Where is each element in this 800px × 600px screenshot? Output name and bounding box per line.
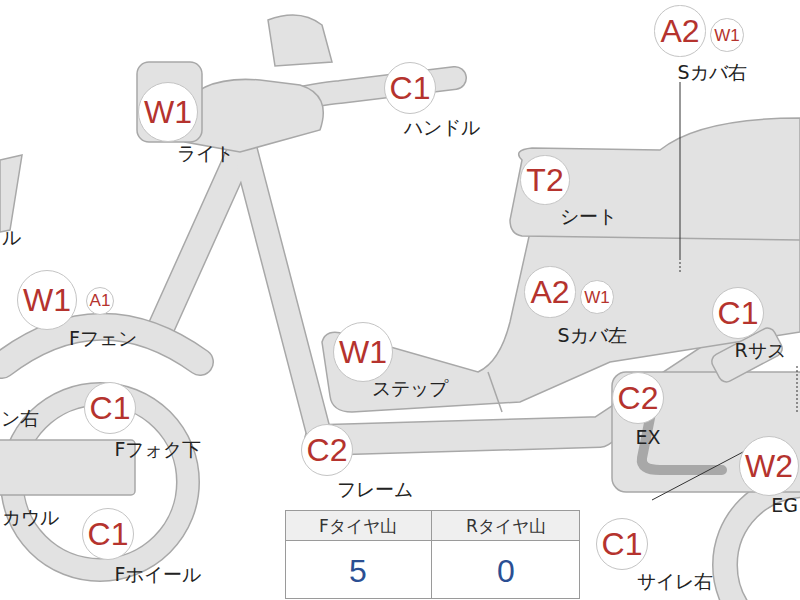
windscreen xyxy=(268,15,332,66)
rank-badge: W1 xyxy=(710,18,744,52)
damage-code-circle: C1 xyxy=(596,518,649,571)
callout-number: W1 xyxy=(714,27,740,44)
callout-number: T2 xyxy=(526,164,563,196)
callout-number: W1 xyxy=(584,289,610,306)
rank-badge: A1 xyxy=(86,287,115,316)
damage-code-circle: C1 xyxy=(384,62,437,115)
damage-code-circle: A2 xyxy=(524,266,575,317)
part-name: EX xyxy=(635,427,660,448)
part-name: ライト xyxy=(177,143,234,164)
rank-badge: W1 xyxy=(580,280,614,314)
tire-table-cell xyxy=(286,541,432,599)
callout-number: C1 xyxy=(390,72,431,104)
part-name: Rサス xyxy=(734,340,785,361)
callout-number: W1 xyxy=(144,96,192,128)
tire-table-cell xyxy=(286,511,432,541)
callout-number: C1 xyxy=(718,297,759,329)
table-header: Rタイヤ山 xyxy=(466,517,546,536)
table-value: 5 xyxy=(349,554,367,589)
part-name: Sカバ右 xyxy=(677,62,746,83)
damage-code-circle: C1 xyxy=(712,287,765,340)
damage-code-circle: T2 xyxy=(520,155,569,204)
part-name: Fホイール xyxy=(115,564,202,585)
damage-code-circle: C2 xyxy=(612,372,665,425)
damage-code-circle: W1 xyxy=(138,82,198,142)
damage-code-circle: W1 xyxy=(333,322,393,382)
exhaust-box xyxy=(612,372,800,492)
part-name: サイレ右 xyxy=(637,571,713,592)
part-name: Fフォク下 xyxy=(115,439,202,460)
callout-number: C1 xyxy=(602,528,643,560)
part-name: Fフェン xyxy=(69,328,137,349)
callout-number: C1 xyxy=(90,392,131,424)
damage-code-circle: A2 xyxy=(654,5,705,56)
damage-code-circle: C1 xyxy=(82,508,135,561)
part-name: ン右 xyxy=(1,408,39,429)
callout-number: C1 xyxy=(88,518,129,550)
part-name: ステップ xyxy=(372,378,448,399)
damage-code-circle: W1 xyxy=(17,270,77,330)
part-name: ハンドル xyxy=(404,117,480,138)
headlight xyxy=(137,62,202,142)
table-header: Fタイヤ山 xyxy=(319,517,397,536)
rear-wheel xyxy=(725,485,800,600)
callout-number: A1 xyxy=(90,292,111,309)
callout-number: C2 xyxy=(618,382,659,414)
callout-number: W1 xyxy=(23,284,71,316)
tire-table-cell xyxy=(432,511,580,541)
table-value: 0 xyxy=(497,554,515,589)
callout-number: A2 xyxy=(660,15,699,47)
tire-table-cell xyxy=(432,541,580,599)
callout-number: W1 xyxy=(339,336,387,368)
damage-code-circle: W2 xyxy=(739,436,799,496)
part-name: カウル xyxy=(2,507,59,528)
damage-code-circle: C1 xyxy=(84,382,137,435)
callout-number: A2 xyxy=(530,276,569,308)
part-name: ル xyxy=(2,227,21,248)
part-name: EG xyxy=(771,495,798,516)
damage-code-circle: C2 xyxy=(301,424,354,477)
part-name: フレーム xyxy=(337,479,413,500)
seat xyxy=(510,118,800,240)
part-name: シート xyxy=(560,206,617,227)
callout-number: C2 xyxy=(307,434,348,466)
mirror-part xyxy=(0,155,22,232)
callout-number: W2 xyxy=(745,450,793,482)
part-name: Sカバ左 xyxy=(557,325,626,346)
